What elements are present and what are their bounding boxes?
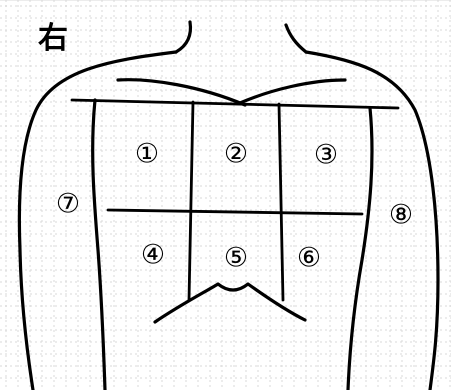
- region-2-label: ②: [224, 141, 248, 168]
- vertical-divider-left: [189, 102, 193, 300]
- region-7-label: ⑦: [56, 191, 80, 218]
- vertical-divider-right: [279, 104, 283, 300]
- region-6-label: ⑥: [297, 245, 321, 272]
- region-5-label: ⑤: [224, 245, 248, 272]
- side-label-right: 右: [38, 24, 68, 54]
- middle-boundary: [108, 210, 362, 214]
- region-8-label: ⑧: [389, 202, 413, 229]
- neck-right-line: [286, 25, 306, 52]
- right-clavicle-line: [240, 80, 345, 103]
- region-4-label: ④: [141, 242, 165, 269]
- left-inner-arm-line: [93, 100, 105, 390]
- right-shoulder-line: [306, 52, 438, 390]
- region-1-label: ①: [135, 141, 159, 168]
- region-3-label: ③: [314, 142, 338, 169]
- neck-left-line: [176, 22, 190, 52]
